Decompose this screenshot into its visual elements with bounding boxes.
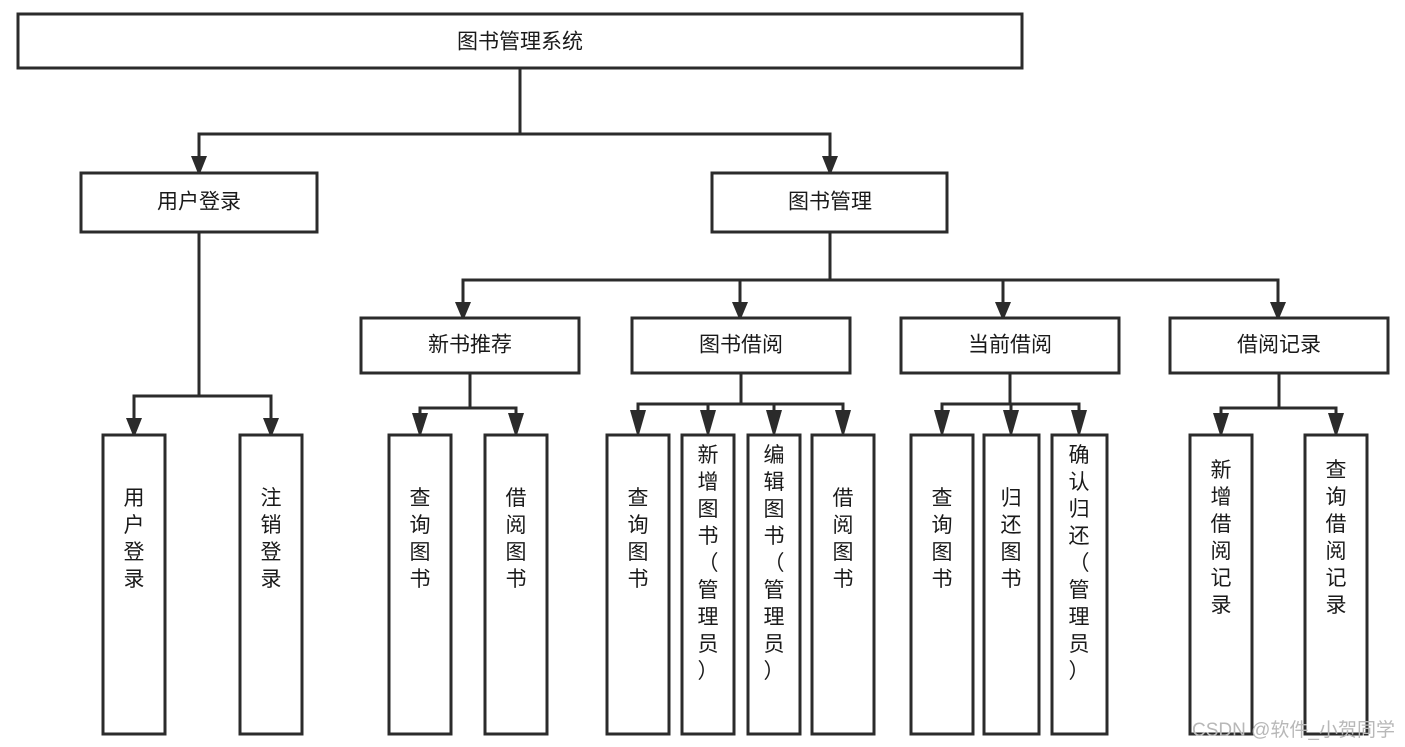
node-book-borrow[interactable]: 图书借阅 [630, 316, 852, 375]
node-leaf-return-book-label: 归还图书 [1001, 487, 1022, 591]
arrowhead-icon [1213, 413, 1229, 438]
node-leaf-user-logout-label: 注销登录 [261, 487, 282, 591]
node-leaf-add-book-box[interactable] [680, 433, 736, 736]
arrowhead-icon [1270, 302, 1286, 321]
node-leaf-add-book-label: 新增图书（管理员） [698, 444, 719, 683]
node-leaf-borrow-book-2-box[interactable] [810, 433, 876, 736]
arrowhead-layer [126, 156, 1344, 438]
node-leaf-query-book-2-box[interactable] [605, 433, 671, 736]
node-leaf-query-book-3-label: 查询图书 [932, 487, 953, 591]
node-borrow-record[interactable]: 借阅记录 [1168, 316, 1390, 375]
node-new-book-recommend-box[interactable] [359, 316, 581, 375]
node-leaf-query-borrow-record[interactable]: 查询借阅记录 [1303, 433, 1369, 736]
node-leaf-edit-book-label: 编辑图书（管理员） [764, 444, 785, 683]
node-leaf-query-book-2[interactable]: 查询图书 [605, 433, 671, 736]
node-leaf-confirm-return-box[interactable] [1050, 433, 1109, 736]
node-leaf-return-book[interactable]: 归还图书 [982, 433, 1041, 736]
node-book-manage-group[interactable]: 图书管理 [710, 171, 949, 234]
arrowhead-icon [1003, 410, 1019, 438]
arrowhead-icon [263, 418, 279, 438]
node-leaf-user-login-box[interactable] [101, 433, 167, 736]
node-current-borrow[interactable]: 当前借阅 [899, 316, 1121, 375]
arrowhead-icon [455, 302, 471, 321]
node-root-box[interactable] [16, 12, 1024, 70]
node-layer: 图书管理系统 用户登录 图书管理 新书推荐 图书借阅 [16, 12, 1390, 736]
csdn-watermark: CSDN @软件_小贺同学 [1192, 720, 1395, 741]
node-current-borrow-label: 当前借阅 [968, 334, 1052, 357]
node-leaf-edit-book[interactable]: 编辑图书（管理员） [746, 433, 802, 736]
node-user-login-group-box[interactable] [79, 171, 319, 234]
arrowhead-icon [1328, 413, 1344, 438]
node-new-book-recommend[interactable]: 新书推荐 [359, 316, 581, 375]
node-book-borrow-box[interactable] [630, 316, 852, 375]
node-book-manage-group-label: 图书管理 [788, 191, 872, 214]
node-leaf-add-book[interactable]: 新增图书（管理员） [680, 433, 736, 736]
arrowhead-icon [700, 410, 716, 438]
node-leaf-user-logout[interactable]: 注销登录 [238, 433, 304, 736]
node-leaf-confirm-return-label: 确认归还（管理员） [1069, 444, 1090, 683]
node-leaf-borrow-book-1[interactable]: 借阅图书 [483, 433, 549, 736]
node-leaf-borrow-book-2-label: 借阅图书 [833, 487, 854, 591]
node-leaf-query-borrow-record-label: 查询借阅记录 [1326, 459, 1347, 617]
arrowhead-icon [630, 410, 646, 438]
node-current-borrow-box[interactable] [899, 316, 1121, 375]
node-leaf-borrow-book-1-label: 借阅图书 [506, 487, 527, 591]
node-leaf-add-borrow-record[interactable]: 新增借阅记录 [1188, 433, 1254, 736]
arrowhead-icon [1071, 410, 1087, 438]
node-book-borrow-label: 图书借阅 [699, 334, 783, 357]
arrowhead-icon [995, 302, 1011, 321]
node-root[interactable]: 图书管理系统 [16, 12, 1024, 70]
node-leaf-user-login-label: 用户登录 [124, 487, 145, 591]
arrowhead-icon [126, 418, 142, 438]
node-new-book-recommend-label: 新书推荐 [428, 334, 512, 357]
node-leaf-return-book-box[interactable] [982, 433, 1041, 736]
node-leaf-query-book-3-box[interactable] [909, 433, 975, 736]
arrowhead-icon [822, 156, 838, 176]
node-leaf-confirm-return[interactable]: 确认归还（管理员） [1050, 433, 1109, 736]
node-leaf-query-book-1-box[interactable] [387, 433, 453, 736]
arrowhead-icon [732, 302, 748, 321]
node-leaf-user-login[interactable]: 用户登录 [101, 433, 167, 736]
node-leaf-edit-book-box[interactable] [746, 433, 802, 736]
node-leaf-query-book-3[interactable]: 查询图书 [909, 433, 975, 736]
arrowhead-icon [412, 413, 428, 438]
node-leaf-add-borrow-record-box[interactable] [1188, 433, 1254, 736]
node-leaf-query-borrow-record-box[interactable] [1303, 433, 1369, 736]
arrowhead-icon [934, 410, 950, 438]
node-leaf-borrow-book-1-box[interactable] [483, 433, 549, 736]
node-book-manage-group-box[interactable] [710, 171, 949, 234]
node-leaf-add-borrow-record-label: 新增借阅记录 [1211, 459, 1232, 617]
node-root-label: 图书管理系统 [457, 31, 583, 54]
arrowhead-icon [835, 410, 851, 438]
node-user-login-group[interactable]: 用户登录 [79, 171, 319, 234]
node-user-login-group-label: 用户登录 [157, 191, 241, 214]
arrowhead-icon [508, 413, 524, 438]
node-leaf-query-book-1-label: 查询图书 [410, 487, 431, 591]
node-leaf-query-book-1[interactable]: 查询图书 [387, 433, 453, 736]
node-leaf-borrow-book-2[interactable]: 借阅图书 [810, 433, 876, 736]
node-borrow-record-box[interactable] [1168, 316, 1390, 375]
arrowhead-icon [766, 410, 782, 438]
arrowhead-icon [191, 156, 207, 176]
node-leaf-user-logout-box[interactable] [238, 433, 304, 736]
node-borrow-record-label: 借阅记录 [1237, 334, 1321, 357]
node-leaf-query-book-2-label: 查询图书 [628, 487, 649, 591]
